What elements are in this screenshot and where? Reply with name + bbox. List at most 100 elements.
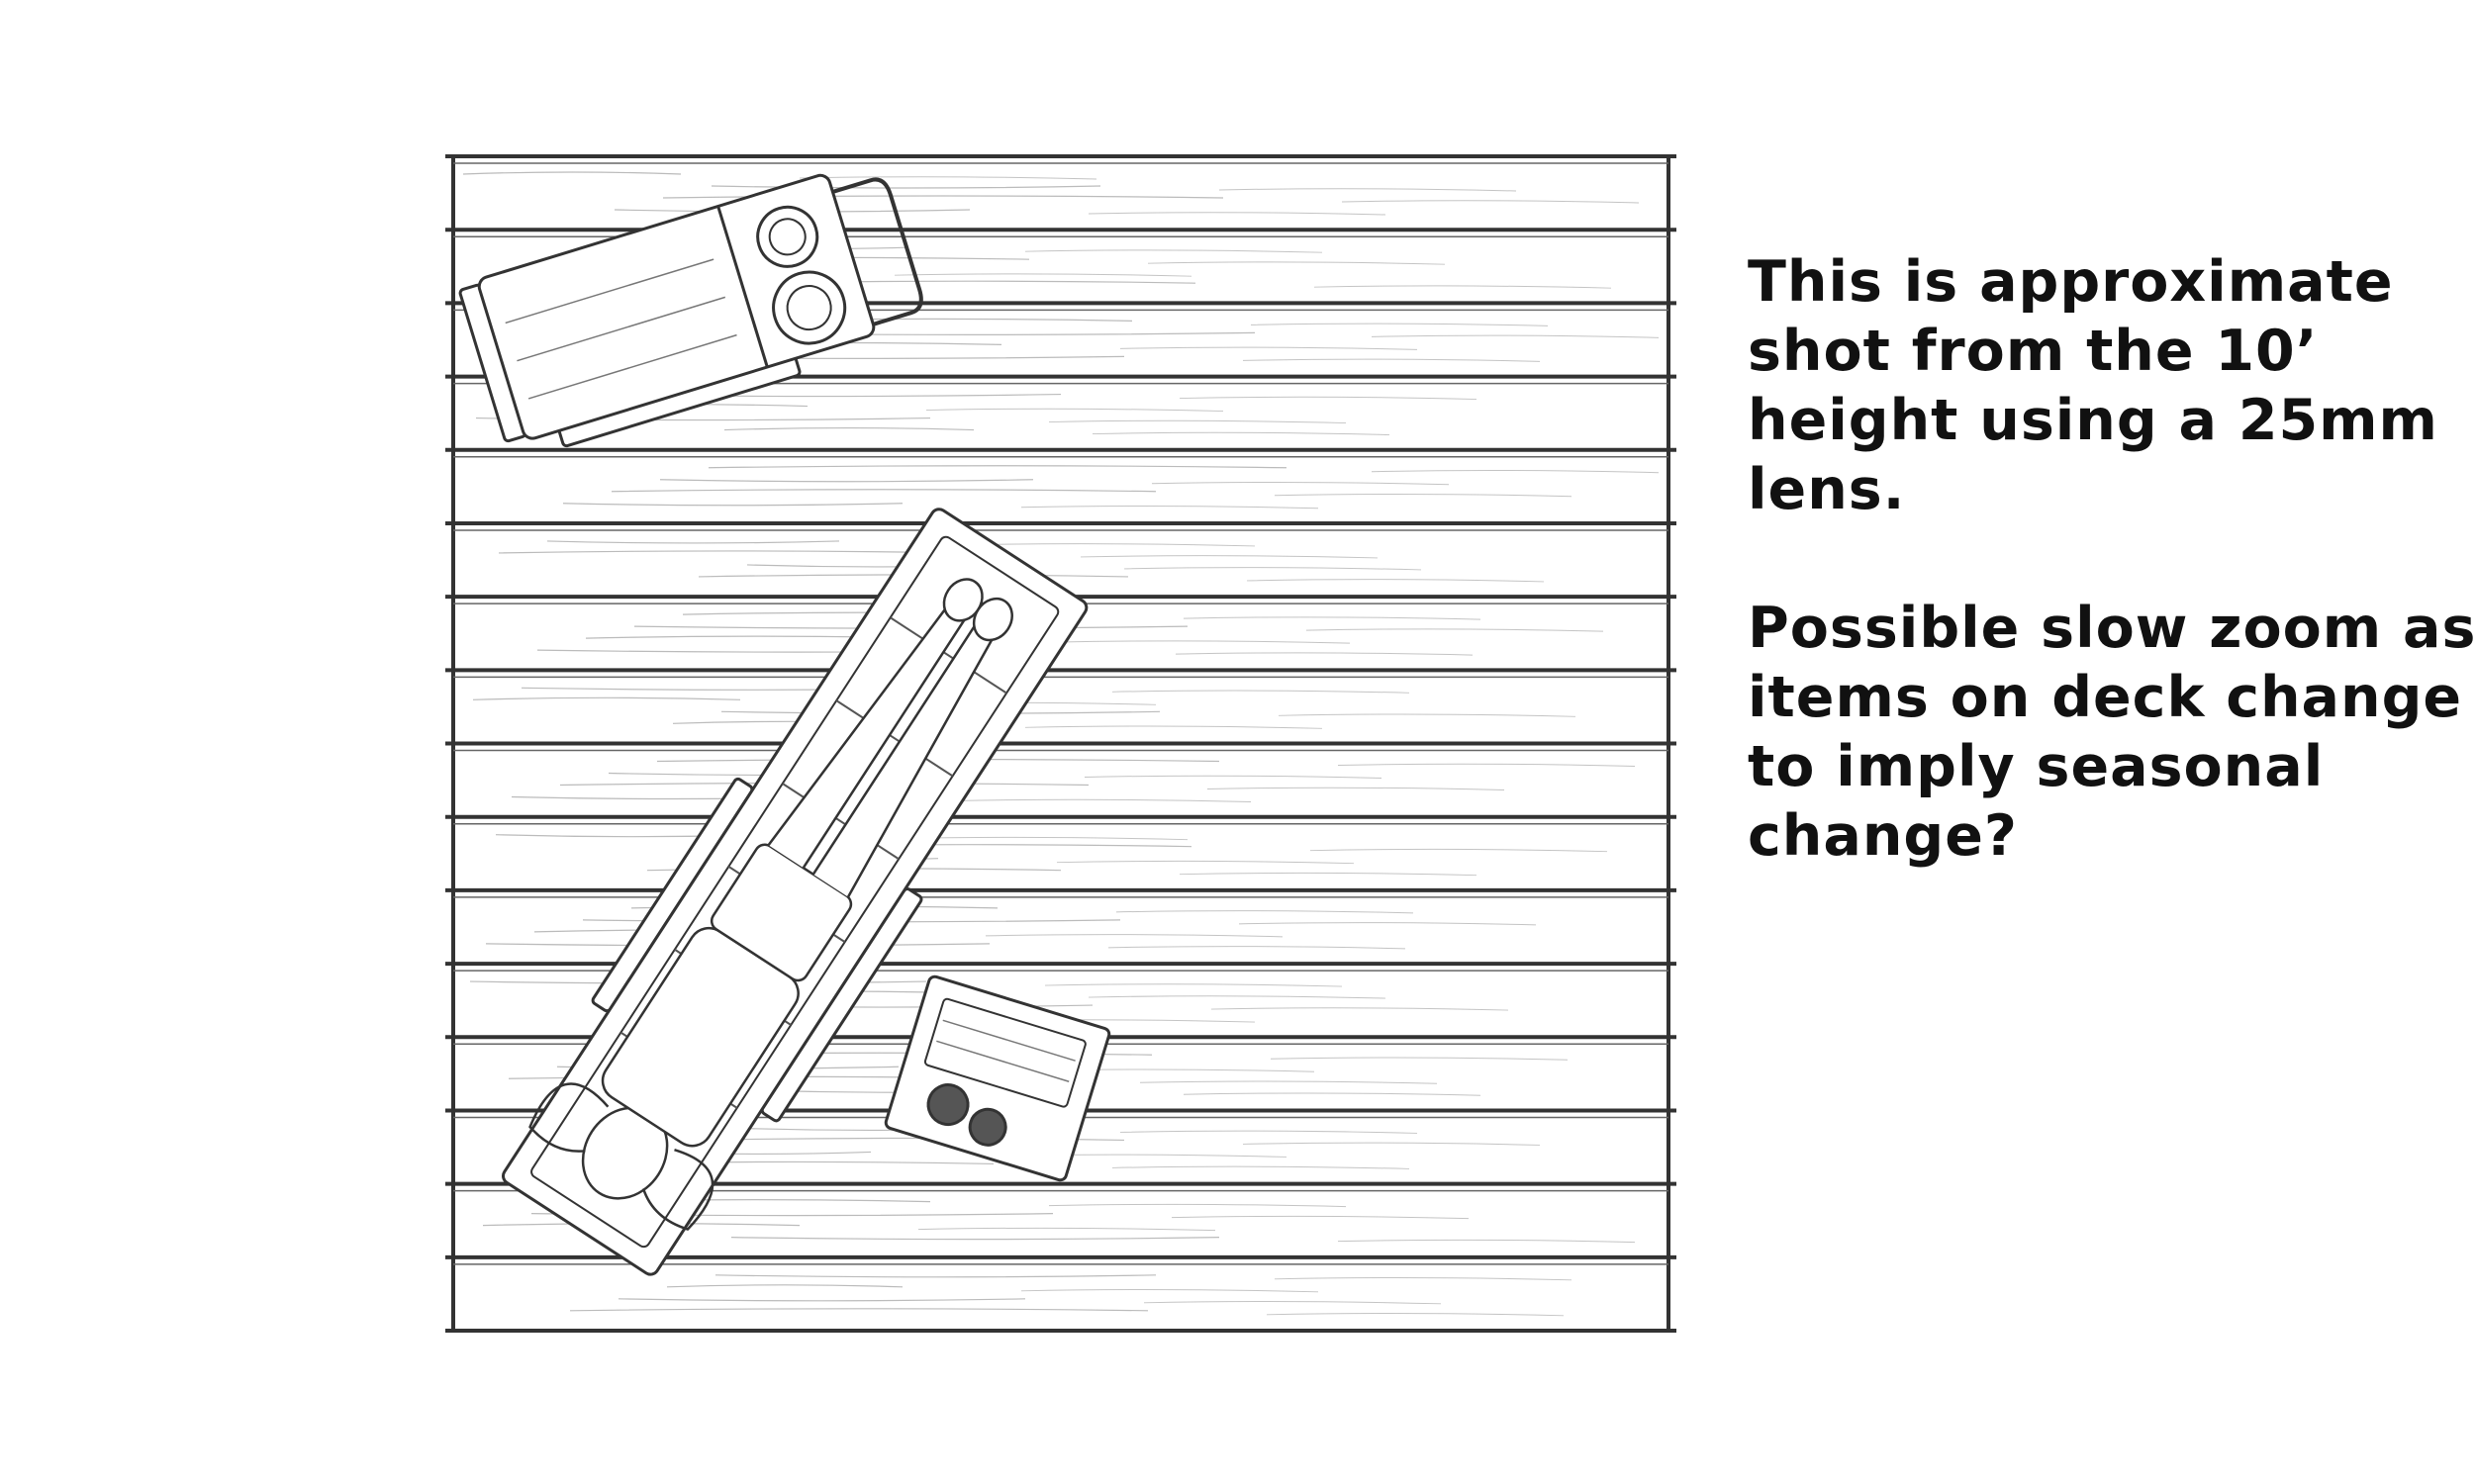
grill-handle [831,177,923,326]
wood-grain-stroke [1115,910,1414,914]
grill-lid-seam [716,206,769,368]
note-line: items on deck change [1748,665,2463,730]
wood-grain-stroke [1179,396,1477,401]
wood-grain-stroke [1341,200,1640,204]
lounge-chair [501,508,1089,1276]
wood-grain-stroke [1119,346,1418,350]
wood-grain-stroke [1337,763,1636,767]
cooler-can-right [968,1107,1007,1147]
person-foot-right [972,597,1013,642]
wood-grain-stroke [611,489,1157,493]
wood-grain-stroke [917,1227,1216,1232]
grill-lid-stroke-3 [527,333,737,400]
wood-grain-stroke [562,503,904,507]
wood-grain-stroke [1151,481,1450,486]
reclining-person [528,578,1013,1231]
person-arms [528,1082,714,1231]
grill-lid-stroke-2 [517,296,726,362]
wood-grain-stroke [1206,787,1505,790]
deck-sketch [445,154,1676,1333]
cooler-lid-line-1 [942,1019,1076,1062]
note-paragraph-shot: This is approximate shot from the 10’ he… [1748,247,2438,524]
wood-grain-stroke [925,408,1224,413]
wood-grain-stroke [985,934,1284,938]
wood-grain-stroke [1305,628,1604,632]
wood-grain-stroke [1080,555,1379,559]
wood-grain-stroke [1266,1313,1565,1317]
note-paragraph-zoom: Possible slow zoom as items on deck chan… [1748,594,2476,871]
wood-grain-stroke [1371,469,1660,474]
wood-grain-stroke [662,195,1224,199]
wood-grain-stroke [1309,848,1608,853]
wood-grain-stroke [1278,713,1576,717]
wood-grain-stroke [1044,983,1343,987]
wood-grain-stroke [711,185,1101,189]
wood-grain-stroke [1052,640,1351,644]
wood-grain-stroke [1088,995,1386,999]
wood-grain-stroke [1111,690,1410,694]
wood-grain-stroke [1274,493,1572,498]
wood-grain-stroke [666,1284,904,1288]
wood-grain-stroke [1210,1007,1509,1011]
wood-grain-stroke [1147,261,1446,265]
wood-grain-stroke [1119,1130,1418,1134]
person-shorts [710,843,853,982]
wood-grain-stroke [1020,505,1319,510]
wood-grain-stroke [1056,860,1355,865]
wood-grain-stroke [1218,188,1517,192]
wood-grain-stroke [498,550,963,554]
wood-grain-stroke [1024,249,1323,253]
wood-grain-stroke [569,1308,1149,1312]
cooler-lid [923,997,1087,1108]
note-line: shot from the 10’ [1748,319,2319,384]
wood-grain-stroke [1024,725,1323,729]
wood-grain-stroke [1337,1239,1636,1244]
wood-grain-stroke [1242,358,1541,362]
wood-grain-stroke [1179,872,1477,877]
wood-grain-stroke [472,696,741,700]
wood-grain-stroke [1183,616,1481,620]
wood-grain-stroke [1048,419,1347,424]
wood-grain-stroke [1246,579,1545,583]
wood-grain-stroke [1048,1203,1347,1208]
cooler-lid-line-2 [936,1040,1070,1082]
wood-grain-stroke [546,540,840,544]
note-line: lens. [1748,457,1906,522]
note-line: This is approximate [1748,249,2394,315]
wood-grain-stroke [730,1237,1220,1241]
wood-grain-stroke [1123,567,1422,571]
wood-grain-stroke [1270,1057,1569,1061]
wood-grain-stroke [799,176,1097,180]
wood-grain-stroke [1092,431,1390,436]
storyboard-note: This is approximate shot from the 10’ he… [1748,247,2476,871]
note-line: change? [1748,803,2018,869]
wood-grain-stroke [1084,775,1382,779]
wood-grain-stroke [1139,1080,1438,1084]
wood-grain-stroke [618,1298,1026,1302]
grill-burner-knob-bottom-inner [786,285,832,331]
note-line: to imply seasonal [1748,734,2325,799]
wood-grain-stroke [1371,334,1660,338]
storyboard-sketch-panel [445,154,1676,1333]
wood-grain-stroke [1107,946,1406,950]
wood-grain-stroke [714,1274,1157,1278]
wood-grain-stroke [708,465,1287,469]
wood-grain-stroke [894,273,1192,277]
wood-grain-stroke [953,798,1252,802]
wood-grain-stroke [1175,652,1474,656]
wood-grain-stroke [1088,212,1386,216]
wood-grain-stroke [723,426,975,431]
wood-grain-stroke [1238,922,1537,926]
wood-grain-stroke [1274,1277,1572,1281]
wood-grain-stroke [659,479,1034,483]
cooler-can-left [926,1083,970,1127]
cooler [884,974,1111,1182]
grill [458,173,923,448]
grill-burner-knob-top-inner [768,218,807,256]
note-line: Possible slow zoom as [1748,596,2476,661]
wood-grain-stroke [462,171,682,175]
note-line: height using a 25mm [1748,388,2438,453]
wood-grain-stroke [1171,1215,1470,1220]
wood-grain-stroke [1183,1092,1481,1096]
grill-lid-stroke-1 [505,258,714,325]
